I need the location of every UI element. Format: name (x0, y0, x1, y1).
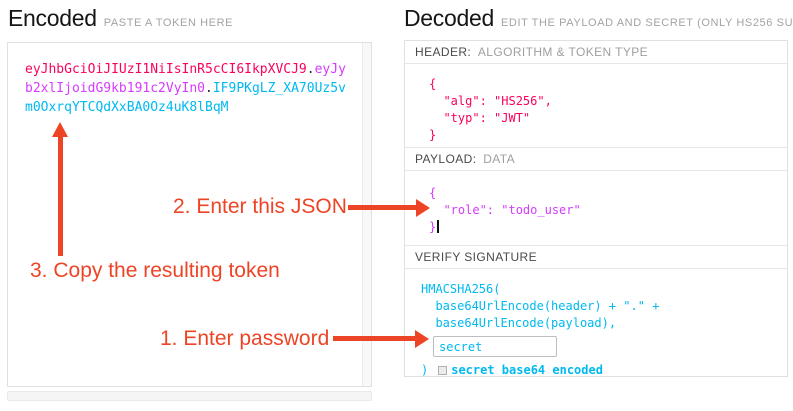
signature-code-line-1: HMACSHA256( (421, 282, 501, 296)
payload-section-bar: PAYLOAD: DATA (405, 148, 787, 171)
token-dot-2: . (205, 81, 213, 96)
vertical-scrollbar-track[interactable] (362, 43, 371, 386)
decoded-title: Decoded EDIT THE PAYLOAD AND SECRET (ONLY… (404, 5, 793, 32)
payload-section-label: PAYLOAD: (415, 152, 477, 166)
text-cursor (437, 220, 440, 233)
annotation-step3-label: 3. Copy the resulting token (30, 259, 280, 282)
encoded-subtitle: PASTE A TOKEN HERE (103, 17, 234, 29)
header-json-line: } (429, 128, 437, 142)
encoded-token-textarea[interactable]: eyJhbGciOiJIUzI1NiIsInR5cCI6IkpXVCJ9.eyJ… (7, 42, 372, 387)
secret-base64-checkbox-label[interactable]: secret base64 encoded (451, 363, 603, 377)
header-section-bar: HEADER: ALGORITHM & TOKEN TYPE (405, 41, 787, 64)
verify-signature-label: VERIFY SIGNATURE (415, 250, 537, 264)
step3-arrow-head-icon (52, 122, 68, 137)
verify-signature-block: HMACSHA256( base64UrlEncode(header) + ".… (405, 269, 787, 377)
signature-close-paren: ) (421, 363, 429, 377)
header-json-editor[interactable]: { "alg": "HS256", "typ": "JWT" } (405, 64, 787, 148)
payload-json-close-brace: } (429, 220, 437, 234)
annotation-step1-label: 1. Enter password (160, 327, 330, 350)
secret-input[interactable] (433, 336, 557, 357)
step2-arrow-shaft (348, 205, 418, 210)
annotation-step2-label: 2. Enter this JSON (173, 195, 347, 218)
header-json-line: "typ": "JWT" (429, 111, 531, 125)
decoded-subtitle: EDIT THE PAYLOAD AND SECRET (ONLY HS256 … (500, 17, 793, 29)
encoded-title-text: Encoded (8, 5, 97, 31)
payload-json-line: } (429, 219, 787, 236)
payload-json-line: { (429, 186, 437, 200)
header-section-label: HEADER: (415, 45, 472, 59)
horizontal-scrollbar-track[interactable] (7, 391, 372, 401)
verify-signature-section-bar: VERIFY SIGNATURE (405, 246, 787, 269)
token-signature-segment: IF9PKgLZ_XA70Uz5vm0OxrqYTCQdXxBA0Oz4uK8l… (25, 81, 346, 115)
payload-json-editor[interactable]: { "role": "todo_user" } (405, 171, 787, 246)
token-dot-1: . (306, 62, 315, 77)
secret-base64-checkbox[interactable] (438, 366, 448, 375)
token-payload-segment: eyJyb2xlIjoidG9kb191c2VyIn0 (25, 62, 346, 96)
step1-arrow-shaft (333, 336, 417, 341)
step1-arrow-head-icon (415, 330, 429, 348)
decoded-title-text: Decoded (404, 5, 494, 31)
decoded-panel: HEADER: ALGORITHM & TOKEN TYPE { "alg": … (404, 40, 788, 377)
payload-json-line: "role": "todo_user" (429, 203, 581, 217)
signature-code-line-3: base64UrlEncode(payload), (421, 316, 617, 330)
step2-arrow-head-icon (416, 199, 430, 217)
encoded-token-text: eyJhbGciOiJIUzI1NiIsInR5cCI6IkpXVCJ9.eyJ… (25, 60, 346, 117)
encoded-title: Encoded PASTE A TOKEN HERE (8, 5, 233, 32)
header-section-label-detail: ALGORITHM & TOKEN TYPE (477, 45, 649, 59)
signature-code-line-2: base64UrlEncode(header) + "." + (421, 299, 660, 313)
header-json-line: { (429, 77, 437, 91)
signature-footer-row: ) secret base64 encoded (421, 362, 787, 379)
payload-section-label-detail: DATA (483, 152, 516, 166)
step3-arrow-shaft (58, 137, 63, 256)
header-json-line: "alg": "HS256", (429, 94, 552, 108)
token-header-segment: eyJhbGciOiJIUzI1NiIsInR5cCI6IkpXVCJ9 (25, 62, 307, 77)
